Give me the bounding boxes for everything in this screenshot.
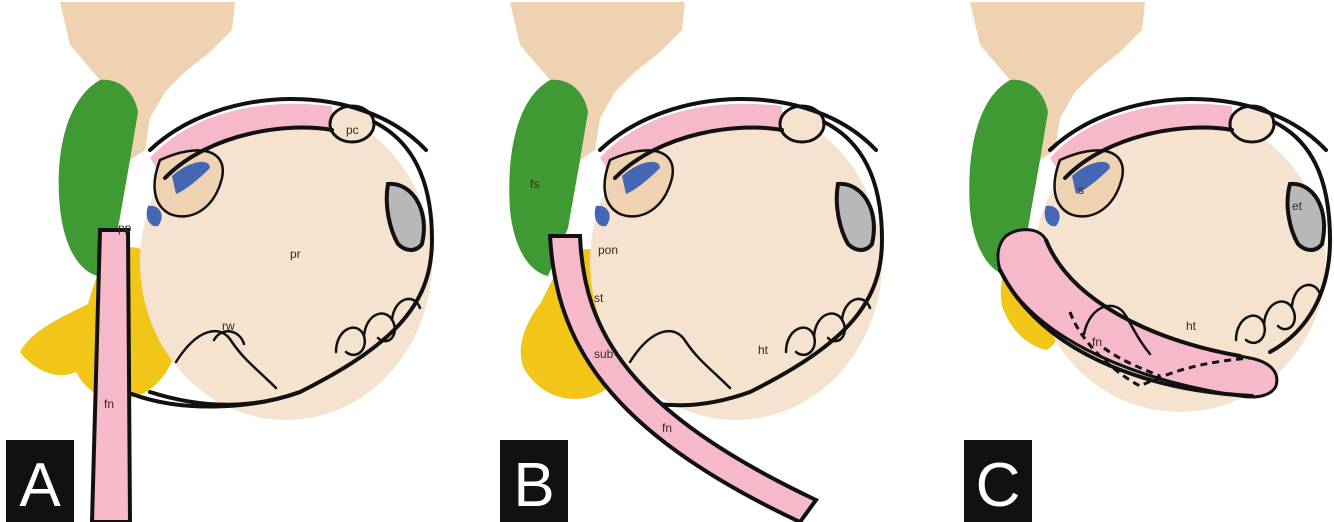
panel-c-label-ht: ht [1186, 319, 1197, 333]
panel-c-letter: C [976, 451, 1021, 520]
panel-a-label-fn: fn [104, 397, 114, 411]
panel-a-facial-nerve [92, 230, 130, 522]
panel-b-label-pon: pon [598, 243, 618, 257]
panel-a-label-pr: pr [290, 247, 301, 261]
panel-b-label-ht: ht [758, 343, 769, 357]
panel-b-label-fs: fs [530, 177, 539, 191]
panel-a-letter: A [19, 451, 61, 520]
panel-b-label-st: st [594, 291, 604, 305]
panel-b-letter: B [513, 451, 554, 520]
panel-c-label-fn: fn [1092, 335, 1102, 349]
panel-b-label-sub: sub [594, 347, 614, 361]
panel-b-label-fn: fn [662, 421, 672, 435]
panel-a-label-pc: pc [346, 123, 359, 137]
panel-b: B fs pon st sub ht fn [500, 2, 882, 522]
panel-c: C s et ht fn [964, 2, 1330, 522]
panel-a: A pc pp pr rw fn [6, 2, 432, 522]
panel-c-label-s: s [1078, 183, 1084, 197]
panel-c-label-et: et [1292, 199, 1303, 213]
panel-a-label-pp: pp [118, 221, 132, 235]
panel-a-label-rw: rw [222, 319, 235, 333]
